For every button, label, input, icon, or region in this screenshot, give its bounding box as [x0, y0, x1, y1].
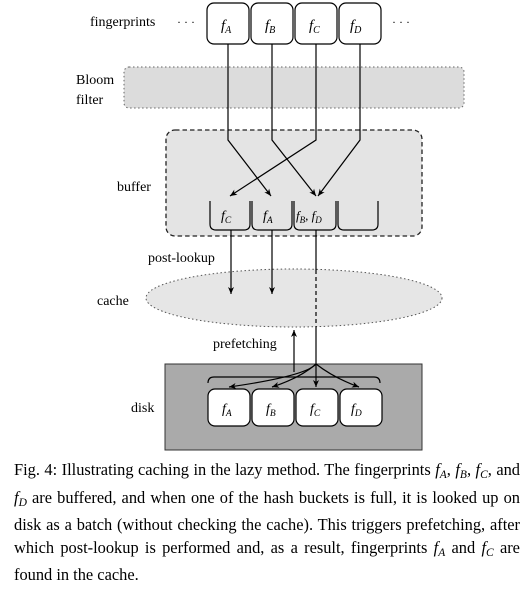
- left-ellipsis: · · ·: [177, 15, 195, 29]
- disk-key-b: fB: [251, 388, 295, 427]
- arrow-fc: [229, 44, 317, 197]
- svg-text:fA: fA: [222, 402, 232, 419]
- key-c-sub: C: [313, 25, 320, 36]
- cache-label: cache: [97, 294, 129, 309]
- disk-key-c: fC: [295, 388, 339, 427]
- svg-text:fC: fC: [309, 18, 320, 36]
- bloom-filter-region: [123, 66, 465, 109]
- arrow-fb: [271, 44, 317, 197]
- hash-arrows: [227, 44, 361, 197]
- post-lookup-label: post-lookup: [148, 251, 215, 266]
- bucket-3-content: fB, fD: [296, 208, 322, 225]
- key-b-var: f: [265, 18, 271, 34]
- key-c-var: f: [309, 18, 315, 34]
- cache-region: [145, 268, 443, 328]
- post-lookup-arrows: [228, 230, 275, 294]
- svg-text:fB: fB: [265, 18, 275, 36]
- key-b-sub: B: [269, 25, 275, 36]
- arrow-fa: [227, 44, 272, 197]
- bucket-1-content: fC: [221, 209, 232, 226]
- buffer-bucket-4: [337, 201, 379, 231]
- buffer-bucket-1: [209, 201, 251, 231]
- svg-text:fC: fC: [310, 402, 321, 419]
- svg-text:fA: fA: [221, 18, 232, 36]
- arrow-fd: [317, 44, 361, 197]
- caching-diagram: fingerprints · · · · · · Bloom filter bu…: [76, 2, 465, 451]
- right-ellipsis: · · ·: [392, 15, 410, 29]
- key-a-sub: A: [224, 25, 232, 36]
- key-d-sub: D: [353, 25, 362, 36]
- fingerprint-key-d: fD: [338, 2, 382, 45]
- key-d-var: f: [350, 18, 356, 34]
- buffer-label: buffer: [117, 180, 151, 195]
- fingerprint-key-c: fC: [294, 2, 338, 45]
- fingerprint-key-a: fA: [206, 2, 250, 45]
- disk-key-d: fD: [339, 388, 383, 427]
- figure-caption: Fig. 4: Illustrating caching in the lazy…: [14, 460, 520, 584]
- bloom-filter-label-line2: filter: [76, 93, 104, 108]
- fingerprints-label: fingerprints: [90, 15, 155, 30]
- buffer-region: [165, 129, 423, 237]
- fingerprint-key-b: fB: [250, 2, 294, 45]
- caption-prefix: Fig. 4:: [14, 460, 58, 479]
- buffer-bucket-3: [293, 201, 337, 231]
- bucket-2-content: fA: [263, 209, 273, 226]
- disk-fanout: [207, 363, 381, 389]
- svg-text:fD: fD: [351, 402, 362, 419]
- svg-text:fD: fD: [350, 18, 362, 36]
- disk-key-a: fA: [207, 388, 251, 427]
- prefetching-label: prefetching: [213, 337, 277, 352]
- bloom-filter-label-line1: Bloom: [76, 73, 114, 88]
- key-a-var: f: [221, 18, 227, 34]
- disk-label: disk: [131, 401, 154, 416]
- svg-text:fB: fB: [266, 402, 276, 419]
